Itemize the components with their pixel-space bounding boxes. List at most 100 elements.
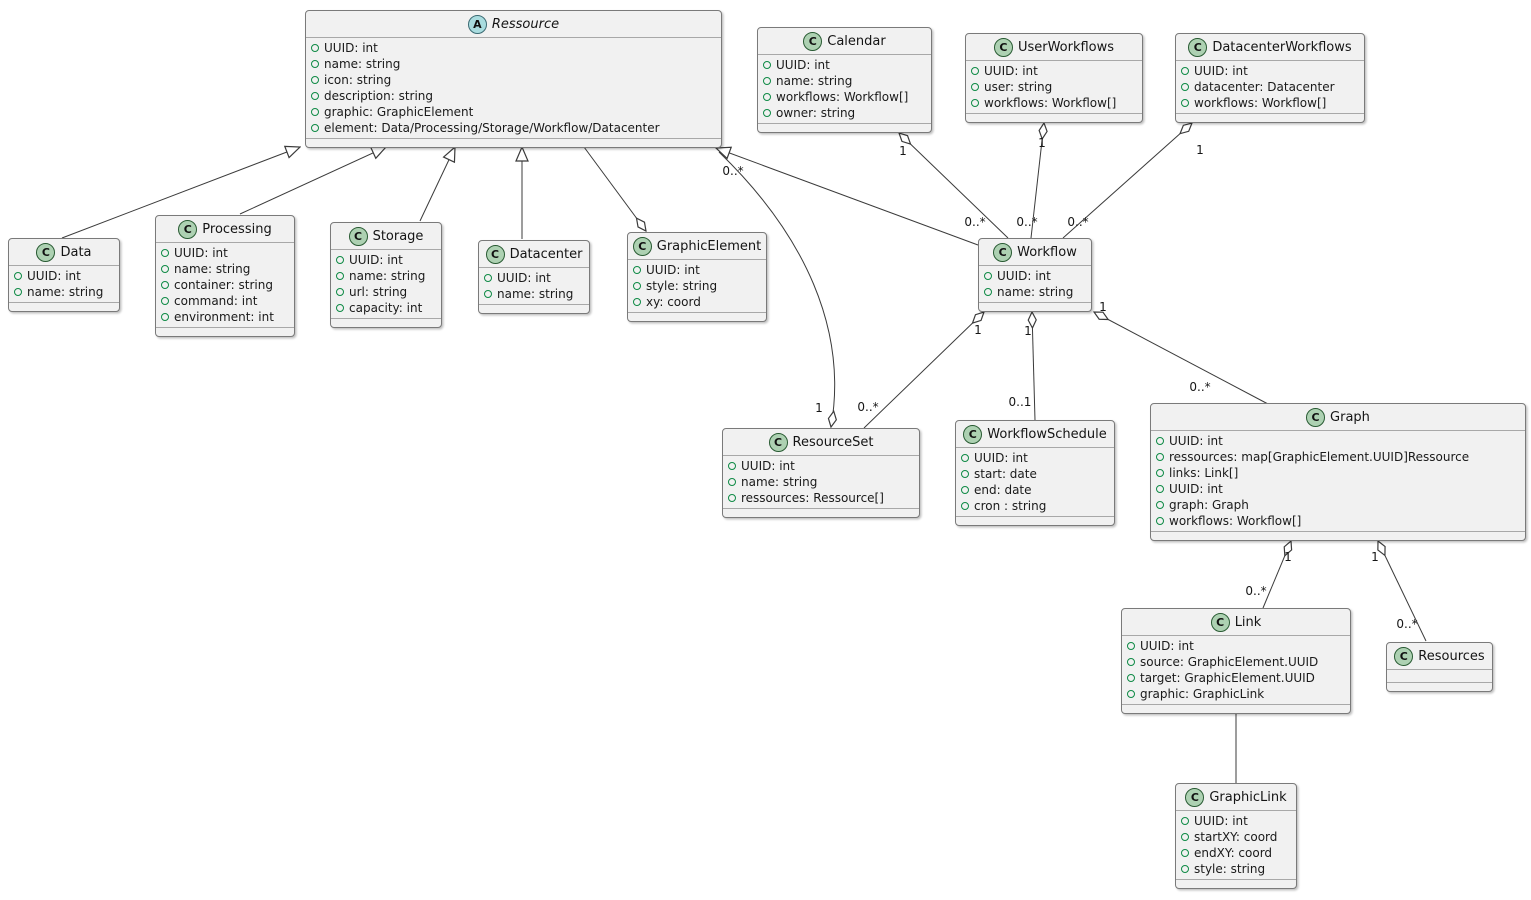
attribute-row: UUID: int xyxy=(1181,63,1358,79)
attribute-text: UUID: int xyxy=(324,41,378,55)
attribute-text: workflows: Workflow[] xyxy=(1169,514,1302,528)
attributes-compartment xyxy=(1387,669,1492,682)
class-title: C Storage xyxy=(331,223,441,249)
attribute-text: UUID: int xyxy=(1194,814,1248,828)
field-visibility-icon xyxy=(971,83,979,91)
field-visibility-icon xyxy=(161,281,169,289)
field-visibility-icon xyxy=(1127,690,1135,698)
edge-graph-link xyxy=(1262,541,1291,609)
attribute-text: graph: Graph xyxy=(1169,498,1249,512)
field-visibility-icon xyxy=(1181,67,1189,75)
attribute-row: icon: string xyxy=(311,72,715,88)
field-visibility-icon xyxy=(1156,453,1164,461)
multiplicity-label: 1 xyxy=(974,323,982,337)
edge-storage-extends-ressource xyxy=(419,147,455,222)
field-visibility-icon xyxy=(1181,833,1189,841)
attribute-text: UUID: int xyxy=(1140,639,1194,653)
class-icon: C xyxy=(963,424,983,444)
field-visibility-icon xyxy=(161,297,169,305)
attribute-text: workflows: Workflow[] xyxy=(776,90,909,104)
field-visibility-icon xyxy=(484,274,492,282)
attribute-row: UUID: int xyxy=(1156,433,1519,449)
edge-workflow-workflowschedule xyxy=(1032,312,1035,421)
attribute-row: name: string xyxy=(728,474,913,490)
attribute-row: name: string xyxy=(14,284,113,300)
multiplicity-label: 1 xyxy=(1038,136,1046,150)
attribute-text: description: string xyxy=(324,89,434,103)
attribute-row: workflows: Workflow[] xyxy=(763,89,925,105)
attribute-row: start: date xyxy=(961,466,1108,482)
attribute-row: end: date xyxy=(961,482,1108,498)
attribute-text: name: string xyxy=(27,285,104,299)
attribute-text: style: string xyxy=(1194,862,1266,876)
class-icon: C xyxy=(632,236,652,256)
field-visibility-icon xyxy=(336,256,344,264)
attribute-text: name: string xyxy=(997,285,1074,299)
attribute-text: name: string xyxy=(349,269,426,283)
field-visibility-icon xyxy=(961,454,969,462)
attribute-text: UUID: int xyxy=(646,263,700,277)
field-visibility-icon xyxy=(1156,437,1164,445)
edge-processing-extends-ressource xyxy=(239,147,386,215)
attribute-text: UUID: int xyxy=(1194,64,1248,78)
class-name: Processing xyxy=(202,221,272,237)
attribute-text: name: string xyxy=(324,57,401,71)
attribute-row: workflows: Workflow[] xyxy=(1156,513,1519,529)
class-name: Link xyxy=(1234,614,1262,630)
attribute-row: name: string xyxy=(336,268,435,284)
edge-graph-resources xyxy=(1378,541,1427,642)
field-visibility-icon xyxy=(763,93,771,101)
field-visibility-icon xyxy=(1181,83,1189,91)
attribute-text: name: string xyxy=(174,262,251,276)
field-visibility-icon xyxy=(728,462,736,470)
multiplicity-label: 1 xyxy=(1024,324,1032,338)
field-visibility-icon xyxy=(961,486,969,494)
class-title: C Link xyxy=(1122,609,1350,635)
attribute-text: ressources: Ressource[] xyxy=(741,491,884,505)
methods-compartment xyxy=(1176,113,1364,122)
field-visibility-icon xyxy=(1156,517,1164,525)
attribute-row: graphic: GraphicElement xyxy=(311,104,715,120)
attribute-row: url: string xyxy=(336,284,435,300)
field-visibility-icon xyxy=(984,288,992,296)
class-name: Graph xyxy=(1330,409,1370,425)
field-visibility-icon xyxy=(763,61,771,69)
attribute-row: target: GraphicElement.UUID xyxy=(1127,670,1344,686)
field-visibility-icon xyxy=(311,76,319,84)
attribute-row: owner: string xyxy=(763,105,925,121)
attribute-row: environment: int xyxy=(161,309,288,325)
class-title: C UserWorkflows xyxy=(966,34,1142,60)
attribute-text: xy: coord xyxy=(646,295,701,309)
attribute-text: user: string xyxy=(984,80,1053,94)
attribute-text: links: Link[] xyxy=(1169,466,1239,480)
attribute-text: ressources: map[GraphicElement.UUID]Ress… xyxy=(1169,450,1470,464)
class-title: C DatacenterWorkflows xyxy=(1176,34,1364,60)
class-name: Storage xyxy=(372,228,424,244)
attribute-row: UUID: int xyxy=(161,245,288,261)
field-visibility-icon xyxy=(311,60,319,68)
attribute-text: UUID: int xyxy=(984,64,1038,78)
attribute-row: name: string xyxy=(984,284,1085,300)
attribute-text: cron : string xyxy=(974,499,1047,513)
attribute-row: UUID: int xyxy=(763,57,925,73)
class-name: DatacenterWorkflows xyxy=(1212,39,1352,55)
field-visibility-icon xyxy=(14,272,22,280)
attribute-row: UUID: int xyxy=(311,40,715,56)
attribute-text: environment: int xyxy=(174,310,274,324)
class-name: Workflow xyxy=(1017,244,1077,260)
attribute-row: UUID: int xyxy=(14,268,113,284)
attribute-row: graphic: GraphicLink xyxy=(1127,686,1344,702)
field-visibility-icon xyxy=(971,67,979,75)
attribute-text: graphic: GraphicElement xyxy=(324,105,474,119)
methods-compartment xyxy=(306,138,721,147)
attribute-row: workflows: Workflow[] xyxy=(971,95,1136,111)
